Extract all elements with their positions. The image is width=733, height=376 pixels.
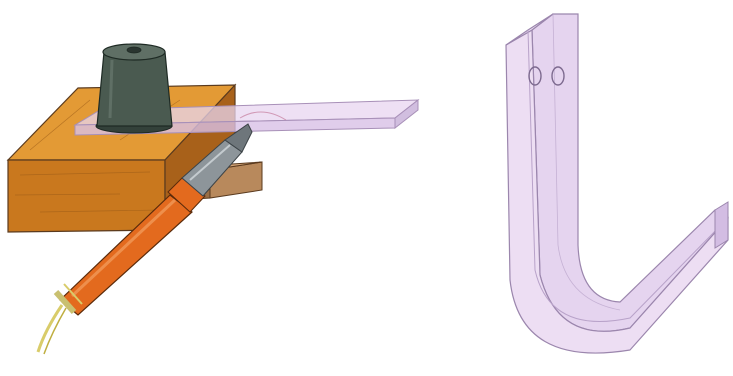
bending-setup-drawing bbox=[0, 0, 440, 376]
bent-acrylic-hook bbox=[506, 14, 728, 353]
bending-setup-panel bbox=[0, 0, 440, 376]
finished-hook-drawing bbox=[480, 0, 733, 376]
weight bbox=[96, 44, 172, 133]
finished-hook-panel bbox=[480, 0, 733, 376]
